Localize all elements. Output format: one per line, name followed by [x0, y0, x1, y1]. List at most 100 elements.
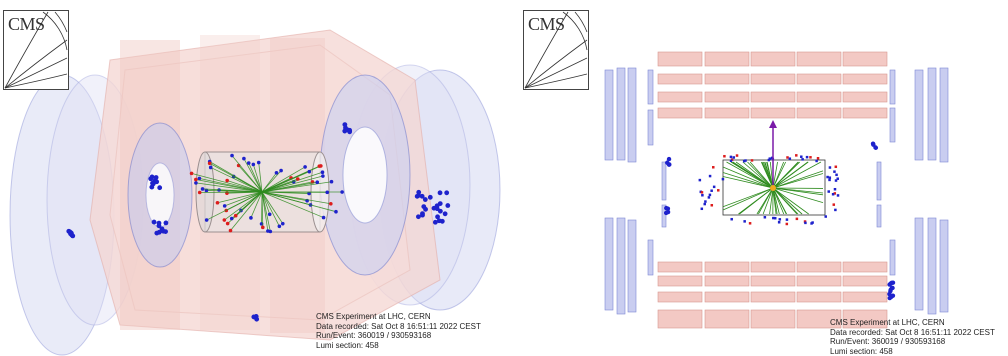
muon-chamber	[927, 217, 937, 315]
calorimeter-hit	[816, 156, 820, 160]
event-display-3d: CMS CMS Experiment at LHC, CERN Data rec…	[3, 10, 501, 356]
track-endpoint	[307, 169, 312, 174]
muon-hit	[665, 206, 671, 211]
detector-rhoz-canvas	[604, 51, 949, 329]
calorimeter-hit	[824, 215, 827, 218]
calorimeter-hit	[767, 158, 771, 162]
muon-hit	[434, 203, 440, 209]
track-line	[772, 173, 824, 189]
track-endpoint	[321, 215, 326, 220]
calorimeter-hit	[704, 200, 707, 203]
track-line	[261, 175, 323, 193]
calorimeter-hit	[827, 190, 830, 193]
track-line	[772, 187, 799, 215]
track-line	[224, 191, 263, 207]
track-endpoint	[307, 191, 311, 196]
track-endpoint	[197, 190, 202, 195]
calorimeter-cell	[842, 291, 888, 303]
track-line	[261, 191, 331, 205]
track-line	[231, 155, 263, 193]
muon-hits-3d	[66, 122, 451, 322]
track-endpoint	[340, 190, 344, 194]
track-endpoint	[279, 168, 283, 173]
calorimeter-hit	[723, 154, 726, 158]
calorimeter-cell	[842, 107, 888, 119]
cms-logo: CMS	[523, 10, 589, 90]
track-line	[261, 191, 264, 228]
calorimeter-hit	[712, 185, 716, 189]
calorimeter-hit	[730, 217, 733, 221]
muon-chamber	[604, 69, 614, 161]
calorimeter-hit	[729, 155, 733, 159]
calorimeter-hit	[786, 156, 789, 159]
track-line	[206, 191, 263, 221]
calorimeter-hit	[748, 222, 752, 225]
muon-hit	[445, 203, 451, 208]
track-endpoint	[229, 216, 234, 221]
calorimeter-hit	[732, 156, 736, 159]
calorimeter-cell	[796, 261, 842, 273]
track-endpoint	[329, 179, 334, 184]
muon-hit	[156, 229, 162, 235]
track-line	[261, 166, 306, 193]
event-info-line: Data recorded: Sat Oct 8 16:51:11 2022 C…	[316, 321, 481, 331]
calorimeter-cell	[750, 275, 796, 287]
track-line	[258, 162, 263, 193]
track-endpoint	[334, 209, 338, 214]
calorimeter-cell	[796, 91, 842, 103]
calorimeter-hit	[788, 157, 792, 160]
calorimeter-hit	[800, 155, 803, 158]
calorimeter-cell	[657, 51, 703, 67]
calorimeter-cell	[842, 275, 888, 287]
track-line	[199, 191, 263, 193]
muon-hit	[437, 190, 443, 196]
muon-hit	[437, 208, 443, 214]
track-endpoint	[225, 178, 229, 183]
muon-chamber	[661, 204, 667, 228]
calorimeter-hit	[700, 207, 704, 211]
tracks-3d	[189, 153, 344, 234]
track-endpoint	[295, 177, 300, 181]
cms-logo-text: CMS	[8, 14, 45, 34]
muon-hit	[888, 287, 893, 292]
calorimeter-cell	[704, 91, 750, 103]
calorimeter-hit	[710, 189, 713, 192]
track-endpoint	[189, 171, 194, 176]
muon-chamber	[939, 219, 949, 313]
muon-chamber	[627, 219, 637, 313]
track-line	[248, 162, 263, 193]
calorimeter-cell	[657, 291, 703, 303]
calorimeter-hit	[708, 174, 712, 178]
track-line	[722, 166, 774, 189]
event-info-left: CMS Experiment at LHC, CERN Data recorde…	[316, 312, 481, 350]
calorimeter-cell	[750, 73, 796, 85]
cms-logo-graphic	[523, 10, 589, 90]
track-line	[738, 187, 774, 215]
calorimeter-hit	[729, 159, 733, 163]
calorimeter-cell	[704, 51, 750, 67]
calorimeter-hit	[707, 196, 711, 199]
track-line	[252, 164, 263, 193]
muon-chamber	[889, 239, 896, 276]
track-endpoint	[215, 200, 220, 205]
endcap-right-inner	[319, 74, 411, 276]
muon-hit	[419, 193, 425, 199]
calorimeter-cell	[657, 275, 703, 287]
muon-chamber	[914, 69, 924, 161]
calorimeter-hit	[795, 217, 799, 221]
calorimeter-cell	[842, 73, 888, 85]
track-line	[199, 177, 263, 193]
track-endpoint	[228, 228, 233, 233]
muon-hit	[154, 179, 160, 185]
track-endpoint	[266, 229, 270, 233]
track-endpoint	[230, 153, 234, 158]
track-line	[209, 162, 263, 193]
calorimeter-cell	[704, 107, 750, 119]
track-endpoint	[200, 187, 205, 191]
muon-chamber	[876, 161, 882, 201]
track-endpoint	[233, 213, 238, 218]
calorimeter-cell	[657, 91, 703, 103]
calorimeter-hit	[834, 179, 838, 182]
calorimeter-cell	[750, 261, 796, 273]
track-endpoint	[194, 177, 198, 182]
